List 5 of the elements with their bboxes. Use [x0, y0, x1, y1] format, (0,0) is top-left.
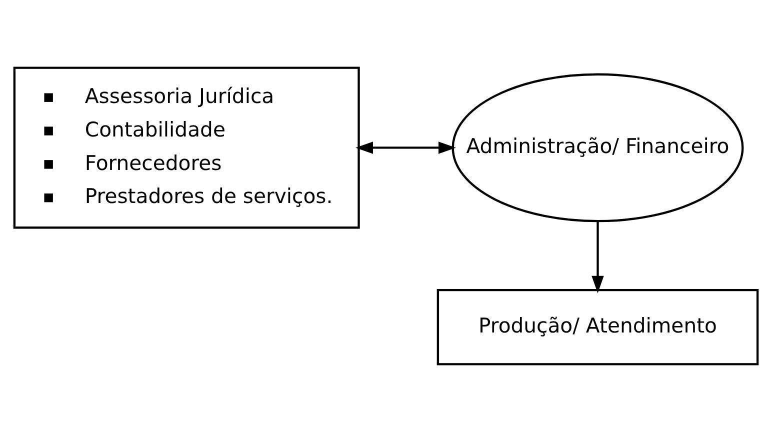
- arrow: [356, 142, 456, 154]
- node-box: Assessoria Jurídica Contabilidade Fornecedores Prestadores de serviços.: [13, 66, 360, 229]
- node-box: Produção/ Atendimento: [436, 289, 759, 366]
- node-ellipse: Administração/ Financeiro: [452, 73, 744, 222]
- arrow: [592, 221, 604, 294]
